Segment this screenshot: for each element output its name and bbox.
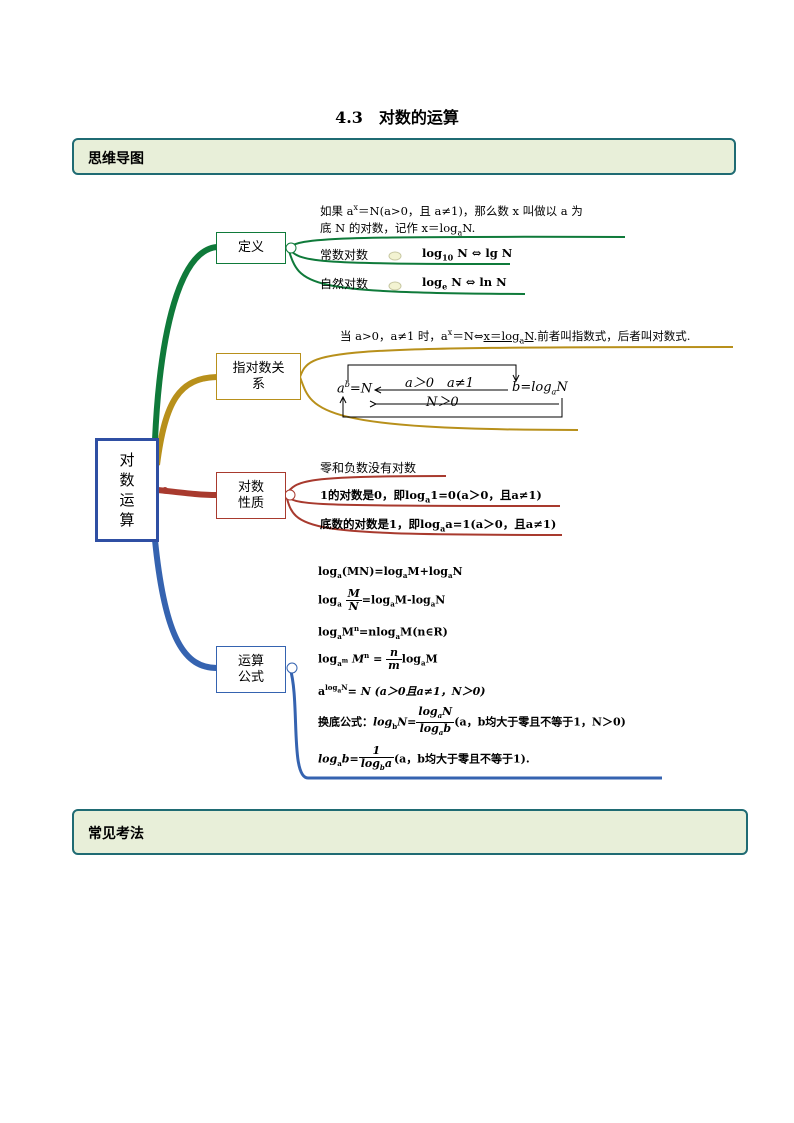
root-node: 对数运算: [95, 438, 159, 542]
connector-definition: [152, 244, 218, 441]
branch-formulas-label: 运算公式: [237, 653, 264, 685]
section-header-mind-map: 思维导图: [72, 138, 736, 175]
branch-formulas: 运算公式: [216, 646, 286, 693]
natural-log-label: 自然对数: [320, 277, 369, 291]
connector-relation-top: [299, 346, 734, 378]
connector-relation: [154, 374, 218, 466]
formula-1: loga(MN)=logaM+logaN: [318, 565, 463, 581]
branch-definition: 定义: [216, 232, 286, 264]
connector-properties-p3: [285, 494, 563, 536]
relation-right-expr: b=logaN: [512, 380, 568, 397]
common-log-formula: log10 N ⇔ lg N: [422, 246, 513, 263]
natural-log-formula: loge N ⇔ ln N: [422, 275, 507, 292]
section-header-common-methods: 常见考法: [72, 809, 748, 855]
branch-definition-label: 定义: [237, 240, 264, 255]
relation-sentence: 当 a>0，a≠1 时，ax＝N⇔x＝logaN.前者叫指数式，后者叫对数式.: [340, 328, 691, 346]
connector-relation-bottom: [299, 376, 579, 431]
common-log-label: 常数对数: [320, 248, 369, 262]
connector-formulas: [152, 539, 218, 671]
relation-cond-top: a＞0 a≠1: [405, 376, 474, 391]
formula-3: logaMn=nlogaM(n∈R): [318, 624, 448, 641]
branch-relation: 指对数关系: [216, 353, 301, 400]
connector-formulas-list: [288, 667, 662, 780]
formula-5: alogaN= N (a＞0且a≠1，N＞0): [318, 683, 486, 698]
relation-cond-bottom: N＞0: [426, 395, 459, 410]
branch-properties: 对数性质: [216, 472, 286, 519]
definition-line1: 如果 ax＝N(a>0，且 a≠1)，那么数 x 叫做以 a 为: [320, 203, 583, 218]
relation-diagram-arrows: [339, 364, 563, 418]
relation-left-expr: ab=N: [337, 380, 373, 397]
page-title: 4.3 对数的运算: [335, 108, 459, 127]
section-title: 思维导图: [88, 151, 144, 167]
property-3: 底数的对数是1，即logaa=1(a＞0，且a≠1): [320, 517, 557, 534]
branch-properties-label: 对数性质: [237, 479, 264, 511]
root-label: 对数运算: [119, 451, 135, 529]
definition-line2: 底 N 的对数，记作 x＝logaN.: [320, 221, 476, 238]
connector-definition-natural: [287, 247, 526, 295]
property-1: 零和负数没有对数: [320, 461, 417, 475]
branch-relation-label: 指对数关系: [232, 360, 285, 392]
property-2: 1的对数是0，即loga1=0(a＞0，且a≠1): [320, 488, 542, 505]
section-title: 常见考法: [88, 826, 144, 842]
